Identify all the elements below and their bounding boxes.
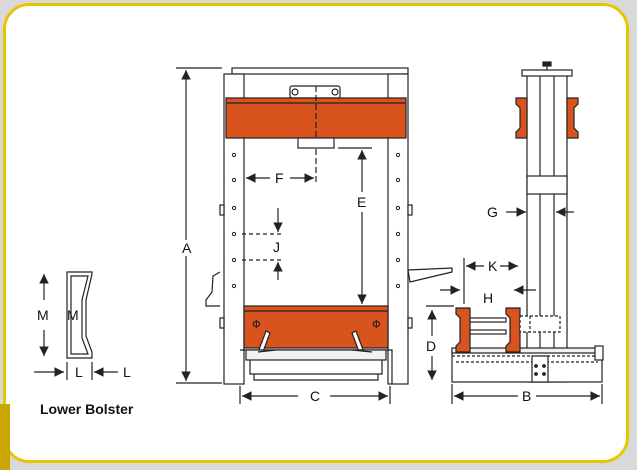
label-J: J — [273, 239, 280, 255]
label-L-outer: L — [123, 364, 131, 380]
side-column — [526, 71, 568, 383]
label-L-inner: L — [75, 364, 83, 380]
label-E: E — [357, 194, 366, 210]
label-M-left: M — [37, 307, 49, 323]
bolster-caption: Lower Bolster — [40, 401, 134, 417]
right-column — [387, 73, 409, 385]
label-K: K — [488, 258, 498, 274]
label-C: C — [310, 388, 320, 404]
side-view — [451, 61, 604, 383]
ram — [297, 137, 335, 149]
bolster-profile — [34, 271, 118, 380]
dimension-labels: A C E F J G K H D B M M L L Lower Bolste… — [37, 170, 531, 417]
side-base — [451, 349, 603, 383]
label-H: H — [483, 290, 493, 306]
lower-bolster — [243, 305, 389, 349]
frame-corner-accent — [0, 404, 10, 470]
top-plate — [231, 67, 409, 75]
svg-text:Φ: Φ — [252, 318, 261, 331]
left-column — [223, 73, 245, 385]
label-M-right: M — [67, 307, 79, 323]
label-F: F — [275, 170, 284, 186]
dimension-lines — [176, 67, 603, 404]
diagram-frame — [3, 3, 629, 463]
label-G: G — [487, 204, 498, 220]
front-view: Φ Φ — [205, 67, 453, 385]
svg-text:Φ: Φ — [372, 318, 381, 331]
label-A: A — [182, 240, 192, 256]
label-B: B — [522, 388, 531, 404]
label-D: D — [426, 338, 436, 354]
